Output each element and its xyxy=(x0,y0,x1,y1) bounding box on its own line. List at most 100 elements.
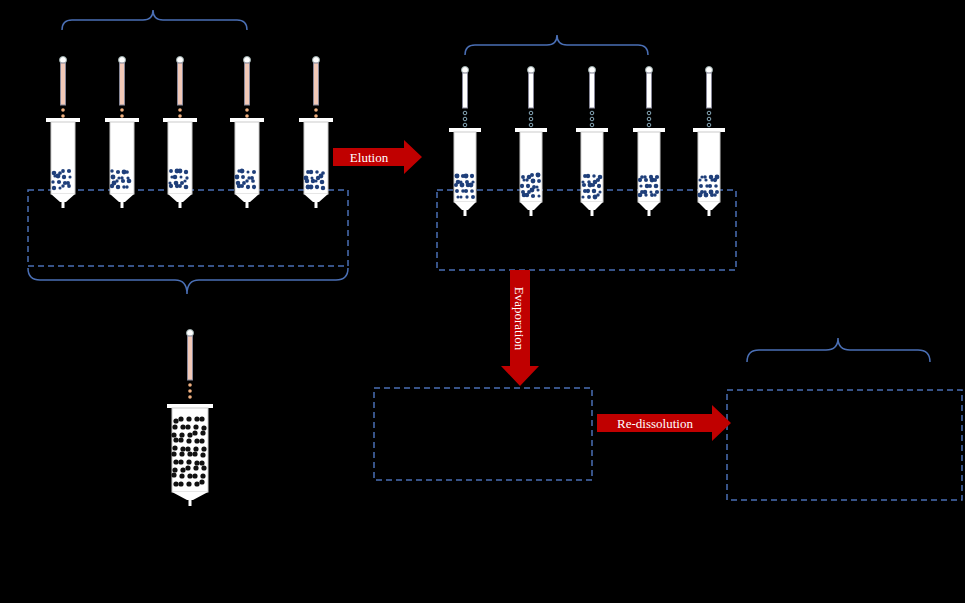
pipette-bulb xyxy=(462,67,469,74)
packing-bead xyxy=(464,189,468,193)
packing-bead xyxy=(536,173,541,178)
syringe-barrel xyxy=(304,122,328,194)
packing-bead xyxy=(194,438,199,443)
packing-bead xyxy=(592,174,595,177)
packing-bead xyxy=(179,451,184,456)
syringe-tip xyxy=(698,202,720,210)
packing-bead xyxy=(68,175,71,178)
syringe-tip xyxy=(172,492,208,500)
packing-bead xyxy=(178,459,183,464)
drop xyxy=(529,117,533,121)
pipette-bulb xyxy=(244,57,251,64)
packing-bead xyxy=(169,169,173,173)
pipette-bulb xyxy=(706,67,713,74)
syringe-nozzle xyxy=(189,500,192,506)
packing-bead xyxy=(586,189,590,193)
packing-bead xyxy=(531,194,535,198)
packing-bead xyxy=(521,175,525,179)
pipette-bulb xyxy=(119,57,126,64)
packing-bead xyxy=(597,184,601,188)
syringe-flange xyxy=(576,128,608,132)
drop xyxy=(647,111,651,115)
packing-bead xyxy=(200,473,205,478)
syringe-flange xyxy=(46,118,80,122)
packing-bead xyxy=(305,179,309,183)
packing-bead xyxy=(185,465,190,470)
packing-bead xyxy=(171,472,176,477)
pipette-tube xyxy=(188,336,193,380)
packing-bead xyxy=(654,184,659,189)
drop xyxy=(590,111,594,115)
packing-bead xyxy=(56,174,61,179)
syringe-barrel xyxy=(235,122,259,194)
pipette-bulb xyxy=(313,57,320,64)
packing-bead xyxy=(245,179,248,182)
packing-bead xyxy=(713,178,717,182)
syringe-barrel xyxy=(698,132,720,202)
drop xyxy=(707,123,711,127)
syringe-nozzle xyxy=(708,210,711,216)
syringe-flange xyxy=(105,118,139,122)
packing-bead xyxy=(644,193,647,196)
packing-bead xyxy=(179,473,184,478)
drop xyxy=(314,108,318,112)
syringe-tip xyxy=(581,202,603,210)
syringe-barrel xyxy=(168,122,192,194)
packing-bead xyxy=(199,460,204,465)
syringe-nozzle xyxy=(121,202,124,208)
packing-bead xyxy=(185,424,190,429)
packing-bead xyxy=(454,183,458,187)
packing-bead xyxy=(173,418,178,423)
packing-bead xyxy=(172,445,177,450)
syringe-tip xyxy=(51,194,75,202)
pipette-tube xyxy=(463,73,468,108)
syringe-tip xyxy=(454,202,476,210)
packing-bead xyxy=(201,425,206,430)
drop xyxy=(529,111,533,115)
packing-bead xyxy=(592,189,597,194)
syringe-nozzle xyxy=(530,210,533,216)
drop xyxy=(463,117,467,121)
pipette-tube xyxy=(529,73,534,108)
packing-bead xyxy=(172,467,177,472)
packing-bead xyxy=(535,185,538,188)
packing-bead xyxy=(530,188,535,193)
packing-bead xyxy=(240,184,244,188)
packing-bead xyxy=(186,416,191,421)
packing-bead xyxy=(194,460,199,465)
packing-bead xyxy=(201,446,206,451)
packing-bead xyxy=(172,424,177,429)
drop xyxy=(61,108,65,112)
drop xyxy=(188,389,192,393)
packing-bead xyxy=(246,170,249,173)
syringe-barrel xyxy=(581,132,603,202)
drop xyxy=(61,114,65,118)
packing-bead xyxy=(186,459,191,464)
packing-bead xyxy=(179,432,184,437)
syringe-nozzle xyxy=(246,202,249,208)
packing-bead xyxy=(464,174,469,179)
packing-bead xyxy=(193,424,198,429)
packing-bead xyxy=(178,416,183,421)
packing-bead xyxy=(200,452,205,457)
packing-bead xyxy=(183,179,186,182)
pipette-tube xyxy=(707,73,712,108)
packing-bead xyxy=(638,178,642,182)
packing-bead xyxy=(525,178,529,182)
syringe-tip xyxy=(235,194,259,202)
packing-bead xyxy=(180,446,185,451)
pipette-bulb xyxy=(589,67,596,74)
packing-bead xyxy=(465,195,468,198)
packing-bead xyxy=(530,173,534,177)
dashed-frames xyxy=(28,190,962,500)
packing-bead xyxy=(470,174,474,178)
packing-bead xyxy=(698,193,703,198)
packing-bead xyxy=(315,185,319,189)
drop xyxy=(463,111,467,115)
packing-bead xyxy=(178,481,183,486)
packing-bead xyxy=(178,184,182,188)
packing-bead xyxy=(648,184,652,188)
pipette-bulb xyxy=(60,57,67,64)
